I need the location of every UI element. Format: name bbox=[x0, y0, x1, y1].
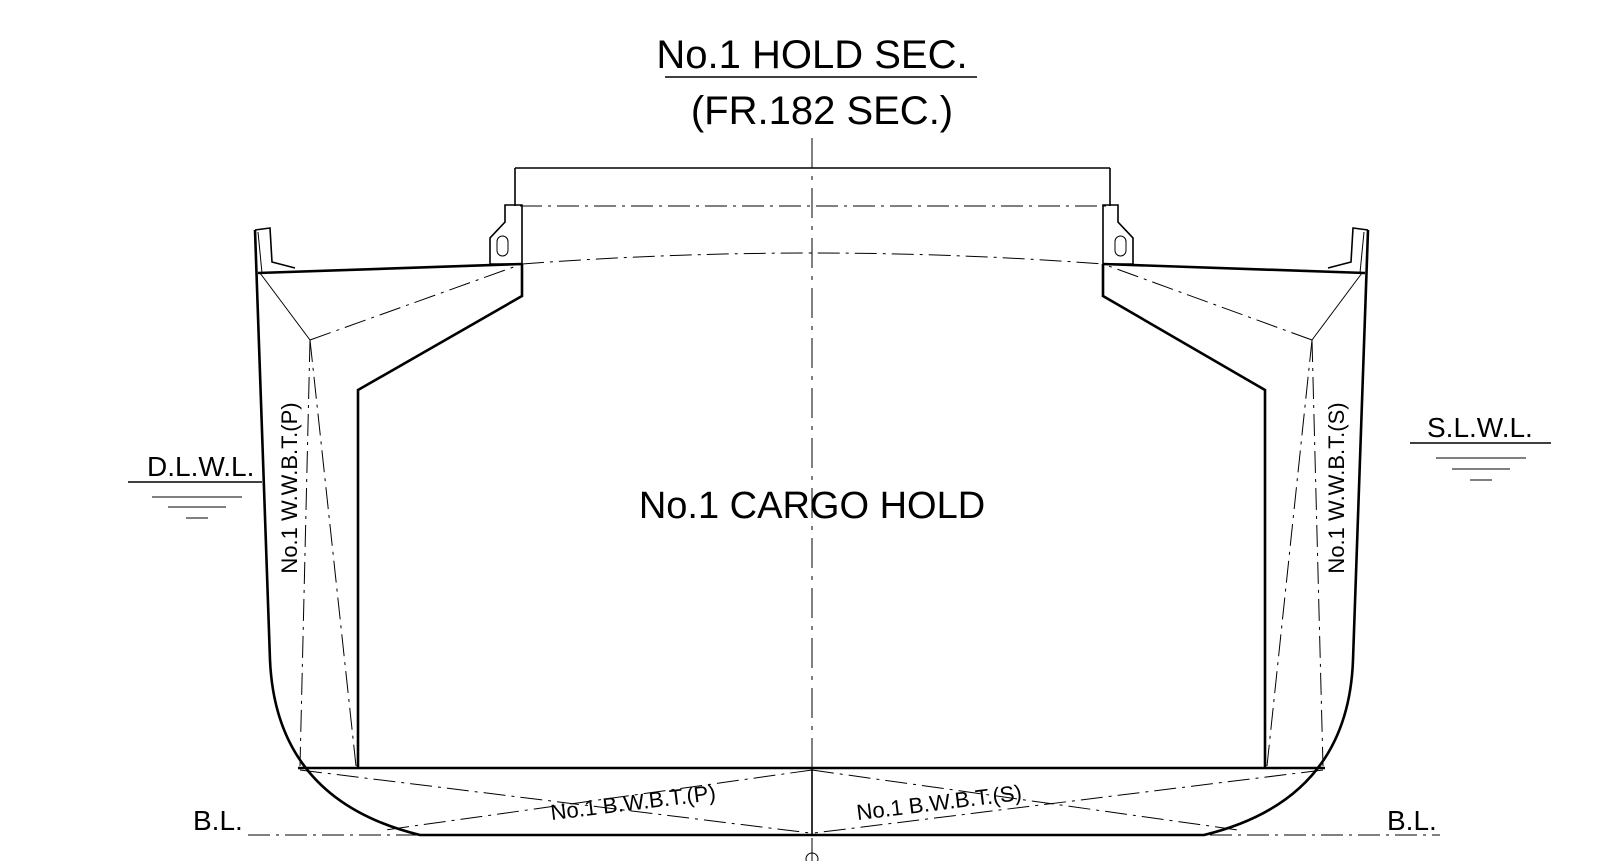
deck-camber-line bbox=[521, 252, 1104, 265]
topside-tank-starboard bbox=[1101, 264, 1267, 768]
bottom-tank-lines bbox=[299, 769, 1324, 834]
waterline-symbol-summer: S.L.W.L. bbox=[1410, 412, 1551, 481]
baseline-label-left: B.L. bbox=[193, 805, 243, 836]
summer-waterline-label: S.L.W.L. bbox=[1427, 412, 1533, 443]
hatch-coaming-starboard bbox=[1102, 204, 1134, 265]
bulwark-starboard bbox=[1327, 227, 1369, 274]
wing-tank-port-label: No.1 W.W.B.T.(P) bbox=[277, 402, 302, 573]
hatch-coaming-port bbox=[489, 204, 523, 265]
upper-deck-port bbox=[257, 262, 523, 275]
wing-tank-lines-starboard bbox=[1102, 263, 1363, 767]
hatch-cover bbox=[514, 167, 1111, 207]
wing-tank-starboard-label: No.1 W.W.B.T.(S) bbox=[1324, 402, 1349, 573]
upper-deck-starboard bbox=[1102, 262, 1366, 275]
topside-tank-port bbox=[356, 264, 524, 768]
baseline-centre-mark bbox=[805, 852, 819, 861]
baseline-label-right: B.L. bbox=[1387, 805, 1437, 836]
section-subtitle: (FR.182 SEC.) bbox=[691, 89, 953, 133]
bottom-tank-starboard-label: No.1 B.W.B.T.(S) bbox=[855, 780, 1023, 825]
cargo-hold-label: No.1 CARGO HOLD bbox=[639, 485, 985, 527]
bottom-tank-port-label: No.1 B.W.B.T.(P) bbox=[549, 780, 717, 825]
design-waterline-label: D.L.W.L. bbox=[147, 451, 254, 482]
bulwark-port bbox=[254, 227, 296, 274]
section-title: No.1 HOLD SEC. bbox=[656, 33, 967, 77]
wing-tank-lines-port bbox=[259, 263, 523, 767]
waterline-symbol-design: D.L.W.L. bbox=[128, 451, 262, 519]
